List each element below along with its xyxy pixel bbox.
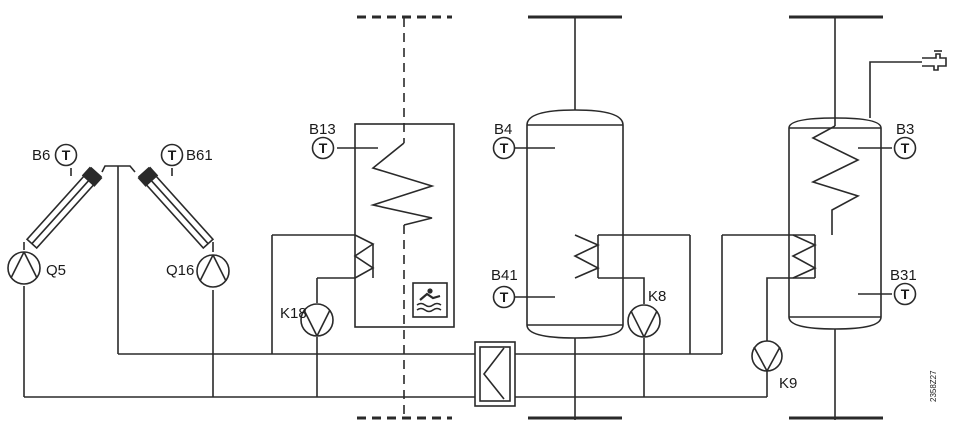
pump-Q16 [196, 254, 230, 288]
sensor-glyph: T [901, 286, 910, 302]
pump-K18 [300, 303, 334, 337]
pump-icon [7, 251, 41, 285]
pump-K9 [751, 340, 783, 372]
pool-heat-exchanger [353, 123, 455, 328]
sensor-glyph: T [901, 140, 910, 156]
sensor-glyph: T [62, 147, 71, 163]
label-B31: B31 [890, 267, 917, 284]
label-B13: B13 [309, 121, 336, 138]
pipe-network [23, 15, 922, 420]
sensor-B31: T [893, 282, 917, 306]
solar-collector-icon [137, 166, 215, 250]
solar-collector-right [137, 166, 215, 250]
sensor-B3: T [893, 136, 917, 160]
label-K18: K18 [280, 305, 307, 322]
sensor-B13: T [311, 136, 335, 160]
pump-icon [300, 303, 334, 337]
temperature-sensor-icon [492, 136, 516, 160]
label-B6: B6 [32, 147, 50, 164]
sensor-B4: T [492, 136, 516, 160]
sensor-glyph: T [500, 140, 509, 156]
temperature-sensor-icon [311, 136, 335, 160]
pump-K8 [627, 304, 661, 338]
label-K8: K8 [648, 288, 666, 305]
sensor-glyph: T [319, 140, 328, 156]
sensor-glyph: T [168, 147, 177, 163]
pump-icon [627, 304, 661, 338]
temperature-sensor-icon [492, 285, 516, 309]
label-Q16: Q16 [166, 262, 194, 279]
pump-icon [196, 254, 230, 288]
temperature-sensor-icon [893, 136, 917, 160]
sensor-B6: T [54, 143, 78, 167]
solar-collector-left [25, 166, 103, 250]
label-B4: B4 [494, 121, 512, 138]
pump-icon [751, 340, 783, 372]
label-Q5: Q5 [46, 262, 66, 279]
sensor-glyph: T [500, 289, 509, 305]
swimming-pool-icon [412, 282, 448, 318]
heat-exchanger-icon [474, 341, 516, 407]
sensor-B61: T [160, 143, 184, 167]
label-B61: B61 [186, 147, 213, 164]
sensor-B41: T [492, 285, 516, 309]
dhw-storage-tank [788, 117, 882, 330]
drawing-code: 2358Z27 [929, 370, 938, 402]
pump-Q5 [7, 251, 41, 285]
component-labels: B6 B61 Q5 Q16 B13 K18 B4 B41 K8 B3 B31 K… [32, 121, 938, 402]
temperature-sensor-icon [54, 143, 78, 167]
temperature-sensor-icon [160, 143, 184, 167]
label-B3: B3 [896, 121, 914, 138]
solar-collector-icon [25, 166, 103, 250]
label-B41: B41 [491, 267, 518, 284]
label-K9: K9 [779, 375, 797, 392]
buffer-storage-tank [526, 109, 624, 339]
water-tap-icon [922, 50, 947, 71]
temperature-sensor-icon [893, 282, 917, 306]
